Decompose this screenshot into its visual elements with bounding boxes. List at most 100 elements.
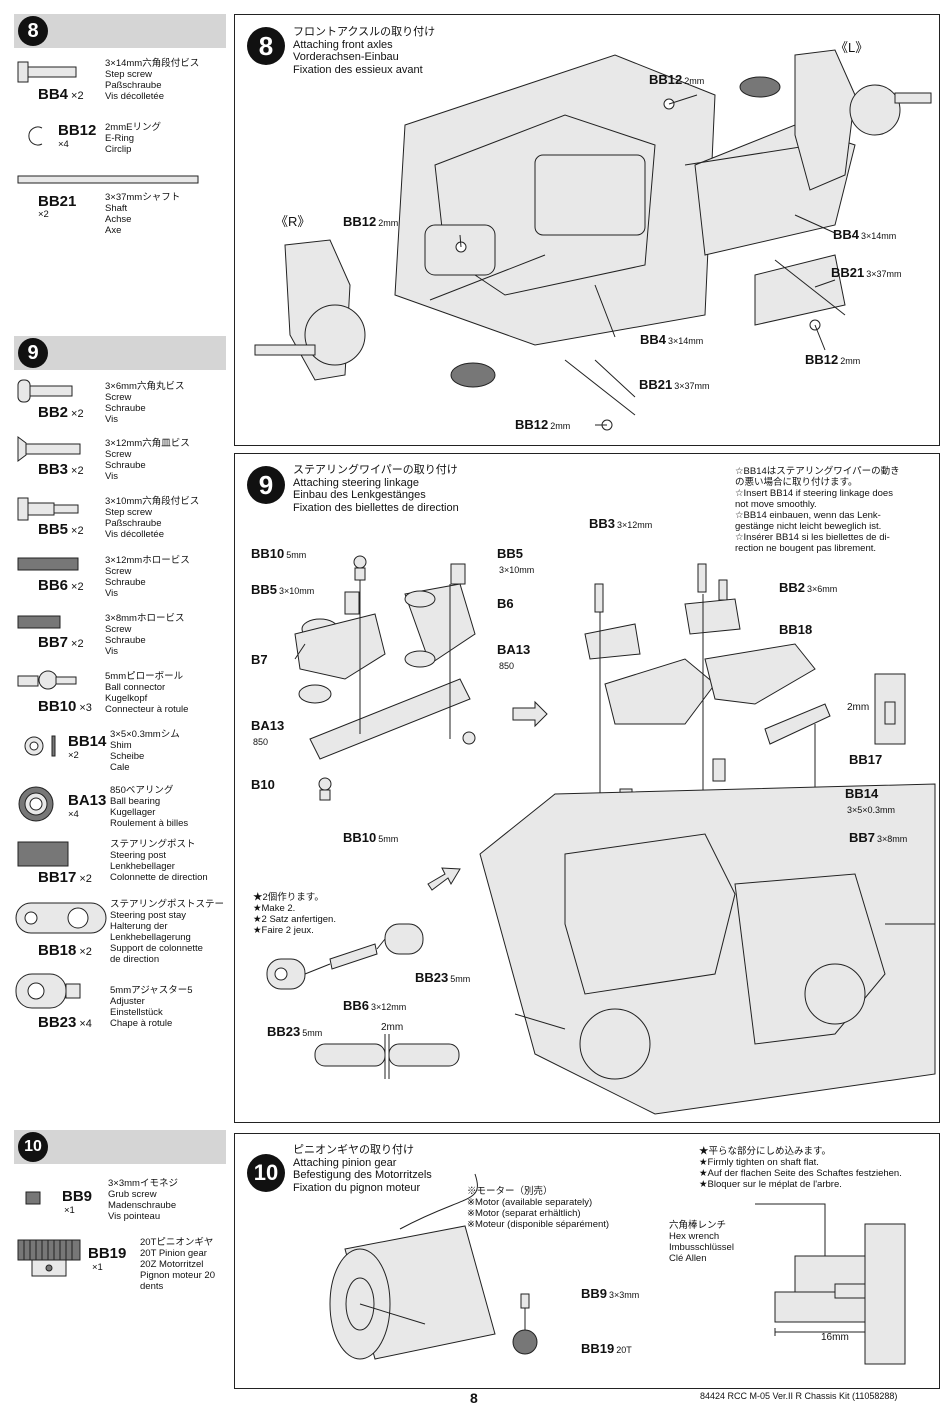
steering-linkage-drawing: [266, 555, 936, 1115]
step-8-panel: 8 フロントアクスルの取り付け Attaching front axles Vo…: [234, 14, 940, 446]
part-bb14-code: BB14: [68, 733, 107, 750]
step-8-badge: 8: [247, 27, 285, 65]
part-bb21-desc: 3×37mmシャフト Shaft Achse Axe: [105, 192, 181, 236]
dimension-16mm: 16mm: [821, 1332, 849, 1343]
part-bb3-code: BB3×2: [38, 461, 84, 478]
part-bb10-desc: 5mmピローボール Ball connector Kugelkopf Conne…: [105, 671, 189, 715]
step-10-parts-header: [14, 1130, 226, 1164]
step-screw-icon: [17, 497, 79, 521]
step-10-badge: 10: [247, 1154, 285, 1192]
pinion-gear-drawing: [329, 1173, 906, 1365]
part-bb14-desc: 3×5×0.3mmシム Shim Scheibe Cale: [110, 729, 180, 773]
part-bb9-code: BB9: [62, 1188, 93, 1205]
step-10-panel: 10 ピニオンギヤの取り付け Attaching pinion gear Bef…: [234, 1133, 940, 1389]
step-9-title: ステアリングワイパーの取り付け Attaching steering linka…: [293, 464, 459, 514]
adjuster-icon: [15, 973, 81, 1009]
tighten-note: ★平らな部分にしめ込みます。 ★Firmly tighten on shaft …: [699, 1146, 902, 1190]
part-bb7-code: BB7×2: [38, 634, 84, 651]
label-b7: B7: [251, 652, 268, 667]
step-8-title: フロントアクスルの取り付け Attaching front axles Vord…: [293, 26, 436, 76]
part-bb12-code: BB12: [58, 122, 97, 139]
step-9-parts-header: [14, 336, 226, 370]
part-bb2-code: BB2×2: [38, 404, 84, 421]
make-two-note: ★2個作ります。 ★Make 2. ★2 Satz anfertigen. ★F…: [253, 892, 336, 936]
part-bb14-qty: ×2: [68, 750, 79, 761]
part-bb5-code: BB5×2: [38, 521, 84, 538]
label-bb17: BB17: [849, 752, 883, 767]
step-10-title: ピニオンギヤの取り付け Attaching pinion gear Befest…: [293, 1144, 432, 1194]
step-10-number: 10: [18, 1132, 48, 1162]
hollow-screw-icon: [17, 615, 61, 629]
gap-2mm-gauge: 2mm: [847, 702, 870, 713]
part-ba13-code: BA13: [68, 792, 107, 809]
step-8-number: 8: [18, 16, 48, 46]
part-bb12-qty: ×4: [58, 139, 69, 150]
part-bb4-code: BB4×2: [38, 86, 84, 103]
part-bb6-code: BB6×2: [38, 577, 84, 594]
part-bb19-code: BB19: [88, 1245, 127, 1262]
part-bb6-desc: 3×12mmホロービス Screw Schraube Vis: [105, 555, 190, 599]
part-bb19-desc: 20Tピニオンギヤ 20T Pinion gear 20Z Motorritze…: [140, 1237, 215, 1292]
part-bb9-qty: ×1: [64, 1205, 75, 1216]
part-bb23-desc: 5mmアジャスター5 Adjuster Einstellstück Chape …: [110, 985, 193, 1029]
part-bb12-desc: 2mmEリング E-Ring Circlip: [105, 122, 161, 155]
gap-2mm-turnbuckle: 2mm: [381, 1022, 404, 1033]
bb14-note: ☆BB14はステアリングワイパーの動き の悪い場合に取り付けます。 ☆Inser…: [735, 466, 900, 554]
hex-wrench-label: 六角棒レンチ Hex wrench Imbusschlüssel Clé All…: [669, 1220, 734, 1264]
countersunk-screw-icon: [17, 436, 81, 462]
pinion-gear-icon: [17, 1239, 81, 1277]
part-bb18-desc: ステアリングポストステー Steering post stay Halterun…: [110, 899, 225, 965]
part-bb21-qty: ×2: [38, 209, 49, 220]
part-bb7-desc: 3×8mmホロービス Screw Schraube Vis: [105, 613, 185, 657]
document-reference: 84424 RCC M-05 Ver.II R Chassis Kit (110…: [700, 1391, 898, 1401]
hollow-screw-icon: [17, 557, 79, 571]
part-ba13-qty: ×4: [68, 809, 79, 820]
part-bb4-desc: 3×14mm六角段付ビス Step screw Paßschraube Vis …: [105, 58, 200, 102]
steering-post-icon: [17, 841, 69, 867]
screw-icon: [17, 379, 73, 403]
part-bb9-desc: 3×3mmイモネジ Grub screw Madenschraube Vis p…: [108, 1178, 178, 1222]
step-9-badge: 9: [247, 466, 285, 504]
ball-connector-icon: [17, 670, 77, 690]
step-8-parts-header: [14, 14, 226, 48]
right-side-marker: 《R》: [275, 214, 311, 229]
step-9-panel: 9 ステアリングワイパーの取り付け Attaching steering lin…: [234, 453, 940, 1123]
part-bb3-desc: 3×12mm六角皿ビス Screw Schraube Vis: [105, 438, 190, 482]
front-axle-assembly-drawing: [254, 49, 932, 431]
step-screw-icon: [17, 61, 77, 83]
part-bb21-code: BB21: [38, 193, 77, 210]
part-ba13-desc: 850ベアリング Ball bearing Kugellager Rouleme…: [110, 785, 189, 829]
part-bb2-desc: 3×6mm六角丸ビス Screw Schraube Vis: [105, 381, 185, 425]
part-bb17-code: BB17×2: [38, 869, 92, 886]
ball-bearing-icon: [18, 786, 54, 822]
part-bb10-code: BB10×3: [38, 698, 92, 715]
label-bb18: BB18: [779, 622, 813, 637]
part-bb5-desc: 3×10mm六角段付ビス Step screw Paßschraube Vis …: [105, 496, 200, 540]
left-side-marker: 《L》: [835, 40, 869, 55]
grub-screw-icon: [25, 1191, 41, 1205]
shaft-icon: [17, 175, 199, 184]
part-bb18-code: BB18×2: [38, 942, 92, 959]
